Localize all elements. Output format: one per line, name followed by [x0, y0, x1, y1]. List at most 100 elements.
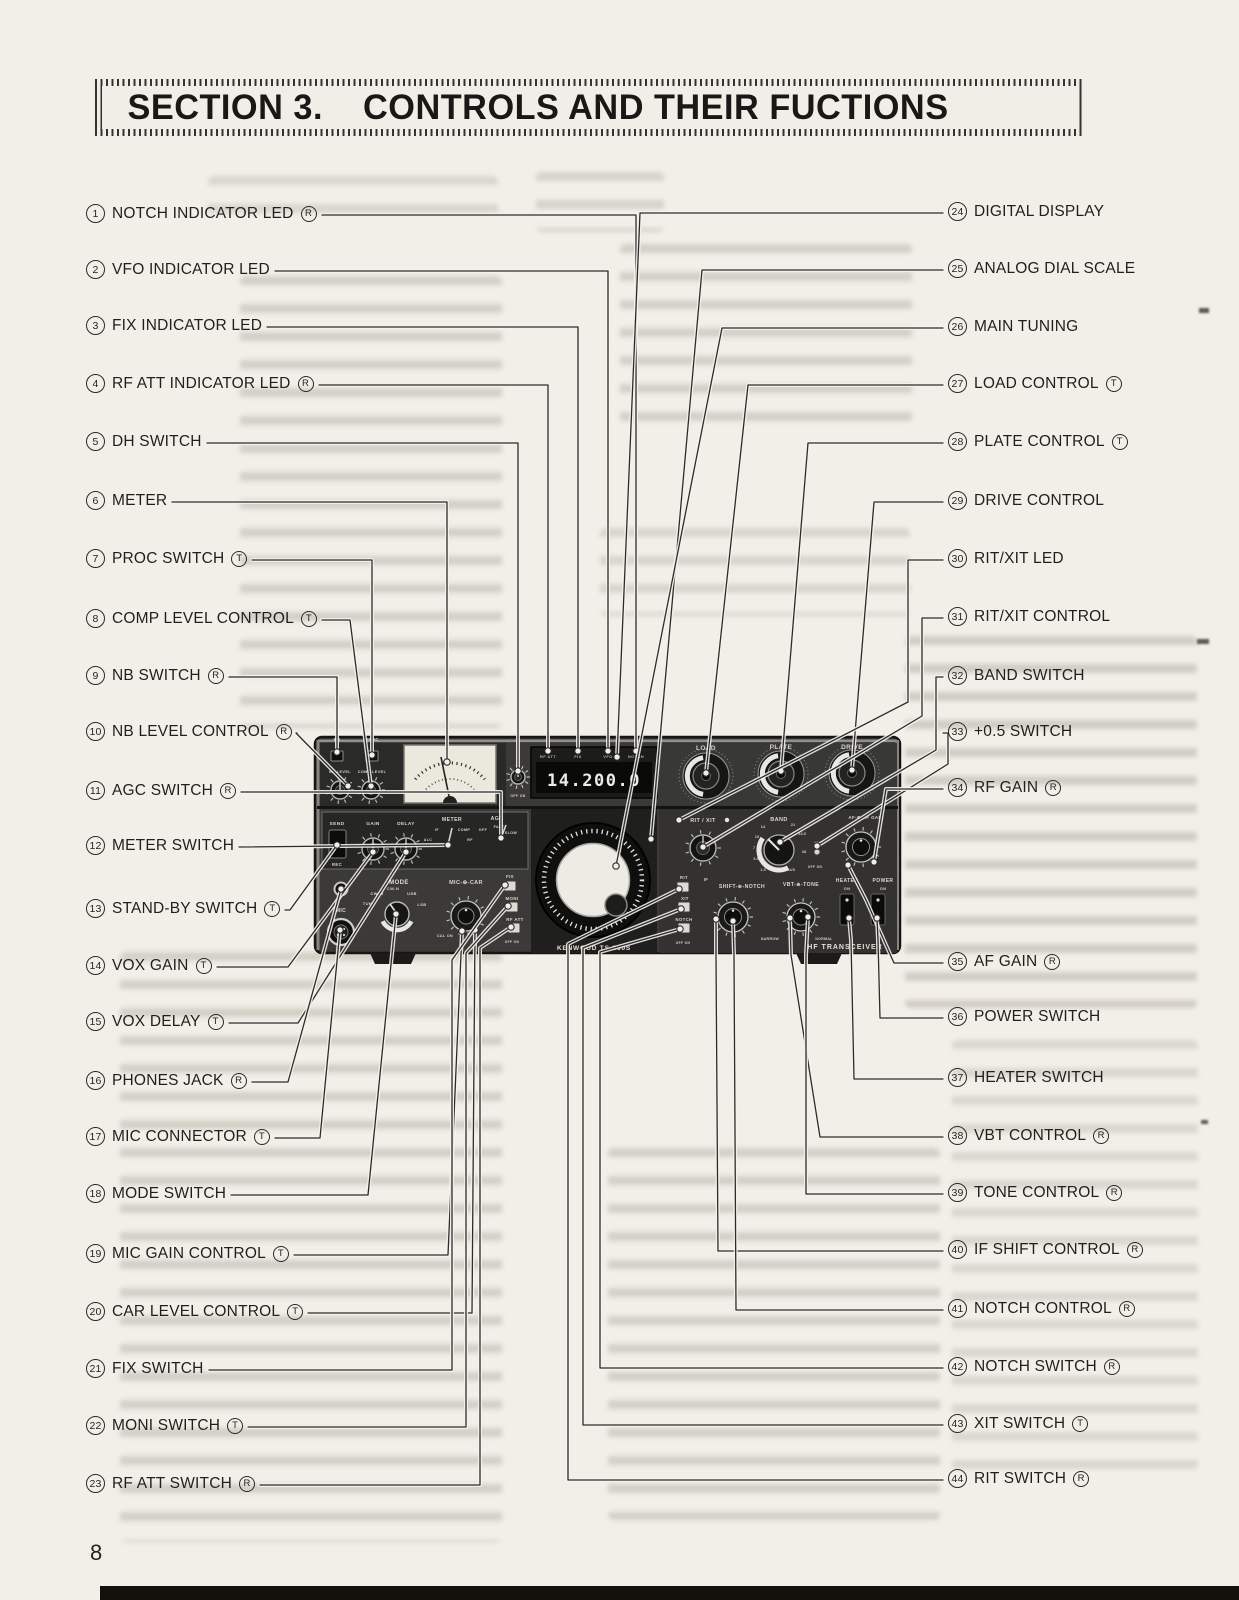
- frequency-readout: 14.200.0: [547, 771, 641, 791]
- band-number: 14: [761, 824, 766, 829]
- heater-label: HEATER: [836, 878, 859, 884]
- callout-endpoint-dot: [367, 782, 375, 790]
- mode-label: MODE: [389, 880, 409, 886]
- callout-endpoint-dot: [504, 902, 512, 910]
- band-number: AUX: [787, 867, 796, 872]
- agc-pos: OFF: [479, 828, 488, 832]
- agc-label: AGC: [491, 816, 504, 822]
- callout-endpoint-dot: [368, 751, 376, 759]
- callout-endpoint-dot: [776, 838, 784, 846]
- callout-line: [266, 326, 579, 752]
- callout-line: [318, 384, 549, 752]
- callout-line: [228, 676, 338, 753]
- callout-line: [615, 327, 944, 867]
- callout-line: [228, 851, 407, 1024]
- rf-att-off-on: OFF ON: [505, 940, 520, 944]
- bleedthrough-text: [536, 172, 664, 232]
- moni-switch-label: MONI: [505, 896, 518, 901]
- callout-endpoint-dot: [333, 748, 341, 756]
- page-number: 8: [90, 1540, 103, 1565]
- callout-endpoint-dot: [369, 848, 377, 856]
- callout-endpoint-dot: [544, 747, 552, 755]
- plus-05-off-on: OFF ON: [808, 865, 823, 869]
- meter-pos: ALC: [424, 838, 433, 842]
- radio-foot: [796, 953, 842, 964]
- vbt-tone-label: VBT-⊕-TONE: [783, 882, 819, 888]
- callout-endpoint-dot: [344, 782, 352, 790]
- callout-endpoint-dot: [444, 841, 452, 849]
- callout-endpoint-dot: [729, 917, 737, 925]
- callout-line: [678, 559, 944, 821]
- callout-endpoint-dot: [443, 758, 451, 766]
- meter-pos: IF: [435, 828, 439, 832]
- callout-line-halo: [317, 383, 550, 753]
- callout-line: [599, 928, 944, 1369]
- callout-line-halo: [265, 325, 580, 753]
- if-label: IF: [704, 877, 709, 882]
- rit-xit-label: RIT / XIT: [690, 818, 716, 824]
- callout-line-halo: [246, 904, 510, 1429]
- callout-endpoint-dot: [845, 914, 853, 922]
- callout-line: [321, 214, 637, 752]
- mic-car-knob: [446, 896, 486, 936]
- bleedthrough-text: [600, 528, 910, 616]
- callout-line: [805, 916, 944, 1195]
- cal-on-label: CAL ON: [437, 934, 453, 938]
- callout-endpoint-dot: [392, 910, 400, 918]
- callout-line: [650, 269, 944, 840]
- callout-line: [208, 884, 506, 1371]
- callout-endpoint-dot: [337, 885, 345, 893]
- notch-switch-label: NOTCH: [676, 917, 693, 922]
- heater-on-label: ON: [844, 887, 851, 891]
- callout-endpoint-dot: [786, 914, 794, 922]
- callout-line: [307, 929, 476, 1314]
- callout-endpoint-dot: [870, 858, 878, 866]
- callout-line: [705, 384, 944, 774]
- callout-line: [274, 929, 341, 1139]
- callout-line: [732, 920, 944, 1311]
- callout-endpoint-dot: [699, 843, 707, 851]
- bleedthrough-text: [905, 636, 1197, 1008]
- normal-label: NORMAL: [815, 937, 832, 941]
- callout-endpoint-dot: [458, 927, 466, 935]
- bleedthrough-text: [620, 244, 912, 424]
- narrow-label: NARROW: [761, 937, 779, 941]
- band-number: 7: [753, 845, 756, 850]
- callout-line: [251, 888, 342, 1083]
- callout-endpoint-dot: [612, 862, 620, 870]
- agc-pos: FAST: [494, 825, 505, 829]
- hf-transceiver-label: HF TRANSCEIVER: [807, 944, 882, 951]
- indicator-led-label-vfo: VFO: [603, 754, 612, 759]
- bleedthrough-text: [608, 1148, 940, 1520]
- callout-line-halo: [581, 907, 945, 1427]
- rit-switch-label: RIT: [680, 875, 688, 880]
- if-shift-notch-label: SHIFT-⊕-NOTCH: [719, 884, 765, 890]
- callout-endpoint-dot: [333, 841, 341, 849]
- meter-pos: RF: [467, 838, 473, 842]
- bleedthrough-text: [952, 1040, 1198, 1470]
- mode-pos: USB: [407, 891, 417, 896]
- callout-line-halo: [320, 213, 638, 753]
- callout-line-halo: [714, 917, 945, 1253]
- callout-endpoint-dot: [873, 914, 881, 922]
- callout-line: [216, 851, 374, 968]
- analog-meter: [403, 744, 497, 804]
- vox-gain-label: GAIN: [366, 821, 380, 827]
- dial-finger-hole: [604, 893, 628, 917]
- indicator-led-label-fix: FIX: [574, 754, 581, 759]
- callout-line: [851, 501, 944, 771]
- band-switch-knob: [756, 834, 795, 873]
- band-number: 10: [755, 834, 760, 839]
- section-title: SECTION 3. CONTROLS AND THEIR FUCTIONS: [127, 87, 949, 127]
- comp-level-label: COMP LEVEL: [358, 770, 387, 774]
- rf-att-switch-label: RF ATT: [506, 917, 524, 922]
- callout-endpoint-dot: [497, 834, 505, 842]
- nb-level-label: NB LEVEL: [329, 770, 351, 774]
- load-label: LOAD: [696, 745, 716, 752]
- plus-05-switch: [813, 848, 821, 856]
- callout-line-halo: [779, 441, 945, 773]
- callout-endpoint-dot: [804, 913, 812, 921]
- callout-line: [293, 930, 463, 1256]
- notch-off-on: OFF ON: [676, 941, 691, 945]
- callout-endpoint-dot: [712, 915, 720, 923]
